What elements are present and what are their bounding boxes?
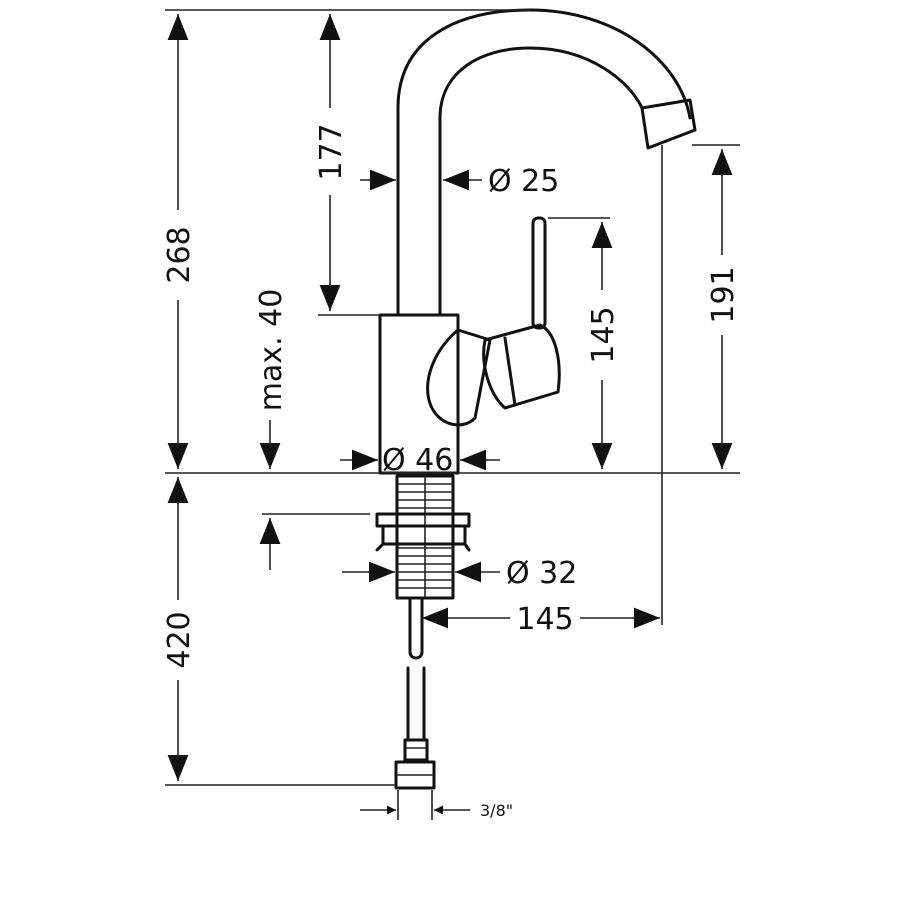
- lever-base: [426, 328, 492, 427]
- lever-handle: [482, 323, 561, 410]
- faucet-outline: [378, 8, 697, 475]
- mounting-nut: [381, 524, 467, 546]
- label-shank-diameter: Ø 32: [506, 556, 577, 591]
- label-total-height: 268: [162, 226, 197, 283]
- dimension-lines: [167, 13, 733, 815]
- mounting-hardware: [375, 474, 471, 790]
- supply-hose-upper: [408, 596, 424, 660]
- lever-grip-line: [503, 336, 517, 407]
- label-max-deck: max. 40: [254, 289, 289, 412]
- label-lever-height: 145: [586, 306, 621, 363]
- supply-hose-lower: [406, 666, 426, 742]
- shank-threads: [397, 476, 453, 598]
- dimension-labels: 268 177 Ø 25 max. 40 145 191 Ø 46 Ø 32 1…: [162, 123, 741, 820]
- label-spout-height: 177: [314, 123, 349, 180]
- label-connection-size: 3/8": [480, 801, 513, 820]
- label-outlet-height: 191: [706, 266, 741, 323]
- label-body-diameter: Ø 46: [382, 443, 453, 478]
- label-hose-length: 420: [162, 611, 197, 668]
- lever-stick: [531, 216, 547, 330]
- hose-coupling: [403, 738, 429, 762]
- label-reach: 145: [516, 602, 573, 637]
- spout-inner-outline: [438, 46, 644, 317]
- mounting-washer: [375, 512, 471, 528]
- extension-lines: [165, 9, 740, 820]
- nut-edge-right: [463, 542, 471, 552]
- nut-edge-left: [375, 542, 385, 552]
- aerator: [640, 98, 697, 150]
- label-spout-diameter: Ø 25: [488, 164, 559, 199]
